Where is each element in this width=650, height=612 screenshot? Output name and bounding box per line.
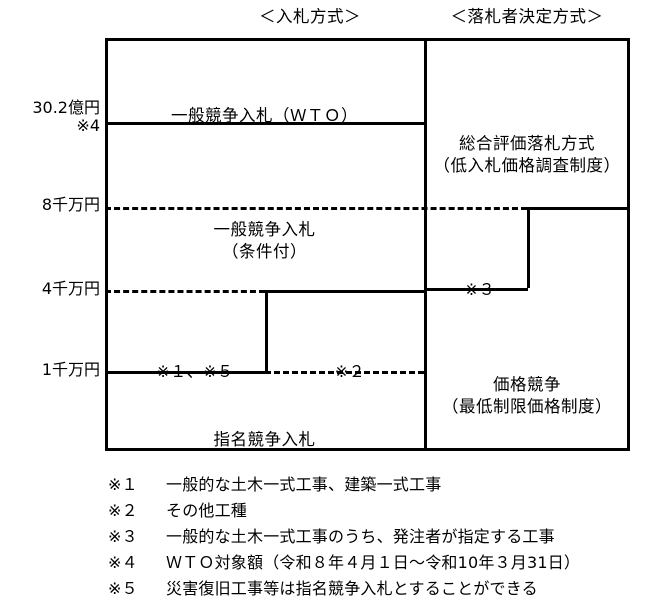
axis-label-10000000: 1千万円 [41, 360, 100, 379]
footnote-mark: ※１ [108, 475, 138, 494]
cell-designated-competitive: 指名競争入札 [213, 430, 316, 449]
cell-comprehensive-evaluation: 総合評価落札方式 （低入札価格調査制度） [427, 133, 627, 178]
divider-note1-note2-vertical [265, 290, 268, 371]
cell-general-competitive-wto: 一般競争入札（ＷＴＯ） [171, 106, 358, 125]
procurement-matrix-diagram: 一般競争入札（ＷＴＯ） 一般競争入札 （条件付） ※１、※５ ※２ 指名競争入札… [105, 38, 630, 451]
header-award-method: ＜落札者決定方式＞ [450, 7, 604, 26]
divider-80-solid-right [527, 207, 630, 210]
axis-label-40000000: 4千万円 [41, 279, 100, 298]
footnote-item: ※３ 一般的な土木一式工事のうち、発注者が指定する工事 [108, 524, 648, 550]
axis-label-3020000000: 30.2億円 ※4 [0, 98, 100, 136]
cell-comprehensive-evaluation-line1: 総合評価落札方式 [459, 134, 595, 153]
footnote-item: ※２ その他工種 [108, 498, 648, 524]
axis-label-302-note: ※4 [76, 116, 100, 136]
footnote-text: 一般的な土木一式工事のうち、発注者が指定する工事 [166, 527, 555, 547]
divider-80-dashed [105, 207, 527, 210]
cell-comprehensive-evaluation-line2: （低入札価格調査制度） [433, 156, 621, 176]
diagram-outer-border [105, 38, 630, 451]
cell-price-competition: 価格競争 （最低制限価格制度） [427, 374, 627, 419]
footnote-mark: ※４ [108, 553, 138, 573]
cell-note-3: ※３ [464, 280, 496, 299]
footnote-mark: ※５ [108, 579, 138, 599]
divider-10-solid [105, 371, 265, 374]
cell-note-2: ※２ [334, 362, 366, 381]
footnote-text: 一般的な土木一式工事、建築一式工事 [166, 475, 442, 494]
footnote-text: ＷＴＯ対象額（令和８年４月１日～令和10年３月31日） [166, 553, 581, 573]
divider-main-vertical [424, 38, 427, 451]
footnote-text: 災害復旧工事等は指名競争入札とすることができる [166, 579, 538, 599]
cell-price-competition-line2: （最低制限価格制度） [442, 397, 612, 417]
footnote-item: ※４ ＷＴＯ対象額（令和８年４月１日～令和10年３月31日） [108, 550, 648, 576]
divider-40-dashed [105, 290, 265, 293]
divider-10-dashed [265, 371, 424, 374]
cell-price-competition-line1: 価格競争 [493, 375, 561, 394]
footnote-list: ※１ 一般的な土木一式工事、建築一式工事 ※２ その他工種 ※３ 一般的な土木一… [108, 472, 648, 602]
divider-302-solid [105, 122, 424, 125]
divider-40-solid [265, 290, 424, 293]
footnote-mark: ※３ [108, 527, 138, 547]
divider-note3-vertical [527, 207, 530, 288]
axis-label-80000000: 8千万円 [41, 195, 100, 214]
header-bid-method: ＜入札方式＞ [259, 7, 361, 26]
cell-general-competitive-conditional: 一般競争入札 （条件付） [105, 219, 424, 264]
axis-label-302-value: 30.2億円 [32, 98, 100, 117]
cell-note-1-and-5: ※１、※５ [156, 362, 234, 381]
cell-general-competitive-conditional-line1: 一般競争入札 [213, 220, 316, 239]
footnote-text: その他工種 [166, 501, 248, 521]
footnote-item: ※１ 一般的な土木一式工事、建築一式工事 [108, 472, 648, 498]
footnote-item: ※５ 災害復旧工事等は指名競争入札とすることができる [108, 576, 648, 602]
cell-general-competitive-conditional-line2: （条件付） [222, 242, 307, 262]
footnote-mark: ※２ [108, 501, 138, 521]
divider-note3-bottom [424, 288, 528, 291]
